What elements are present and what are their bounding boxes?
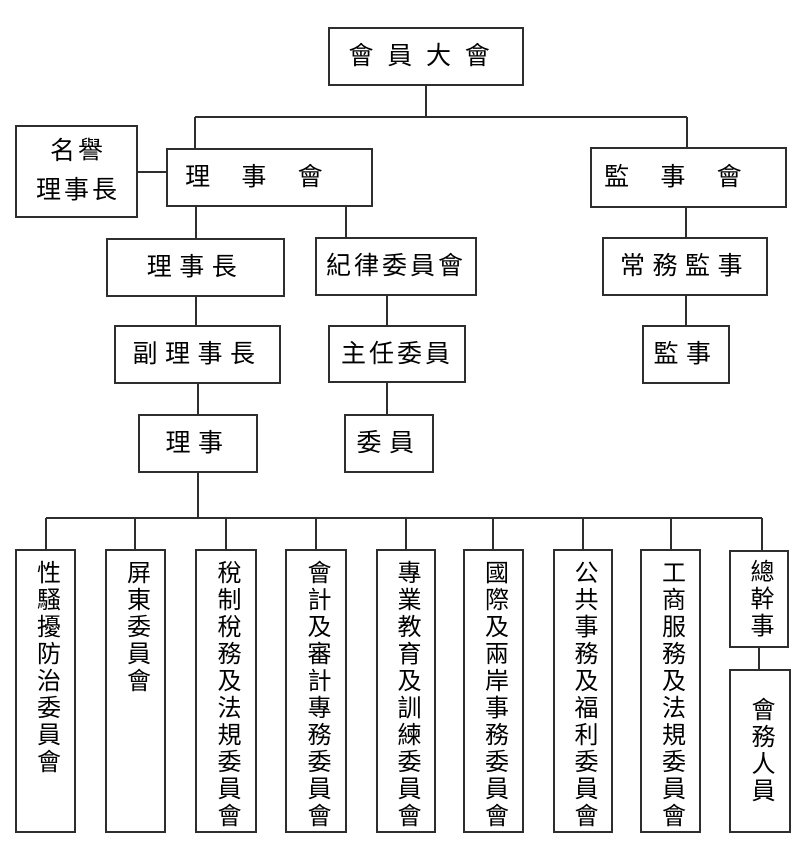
committee-label: 公共事務及福利委員會 [570, 560, 596, 830]
node-committee-accounting-and-audit: 會計及審計專務委員會 [285, 549, 347, 833]
node-chairman: 理事長 [106, 238, 285, 297]
node-committee-international-cross-strait-affairs: 國際及兩岸事務委員會 [463, 549, 524, 833]
committee-label: 會計及審計專務委員會 [303, 560, 329, 830]
committee-label: 稅制稅務及法規委員會 [213, 560, 239, 830]
node-committee-professional-education-training: 專業教育及訓練委員會 [376, 549, 436, 833]
committee-label: 專業教育及訓練委員會 [393, 560, 419, 830]
node-committee-public-affairs-welfare: 公共事務及福利委員會 [553, 549, 613, 833]
node-supervisor: 監事 [642, 325, 730, 384]
committee-label: 屏東委員會 [122, 560, 149, 695]
connector-path [45, 86, 763, 669]
node-secretary-general-label: 總幹事 [746, 558, 772, 640]
node-director: 理事 [138, 414, 258, 473]
node-committee-commerce-service-regulations: 工商服務及法規委員會 [640, 549, 701, 833]
node-honorary-chairman-line2: 理事長 [35, 176, 120, 204]
node-committee-sexual-harassment-prevention: 性騷擾防治委員會 [15, 549, 76, 833]
node-vice-chairman: 副理事長 [114, 325, 281, 384]
node-honorary-chairman-line1: 名譽 [49, 137, 106, 165]
node-association-staff-label: 會務人員 [747, 697, 773, 805]
node-chief-commissioner: 主任委員 [328, 325, 466, 383]
node-committee-pingtung: 屏東委員會 [105, 549, 166, 833]
node-member-assembly: 會員大會 [328, 27, 524, 86]
node-discipline-committee: 紀律委員會 [315, 237, 477, 296]
node-association-staff: 會務人員 [729, 669, 791, 833]
node-board-of-directors: 理事會 [166, 148, 373, 207]
committee-label: 國際及兩岸事務委員會 [480, 560, 507, 830]
committee-label: 工商服務及法規委員會 [657, 560, 684, 830]
node-secretary-general: 總幹事 [729, 550, 789, 648]
node-committee-tax-system-and-regulations: 稅制稅務及法規委員會 [195, 549, 257, 833]
committee-label: 性騷擾防治委員會 [32, 560, 59, 776]
node-commissioner: 委員 [344, 414, 434, 473]
node-standing-supervisor: 常務監事 [602, 237, 768, 296]
node-honorary-chairman: 名譽 理事長 [15, 125, 138, 218]
node-board-of-supervisors: 監事會 [590, 147, 787, 208]
